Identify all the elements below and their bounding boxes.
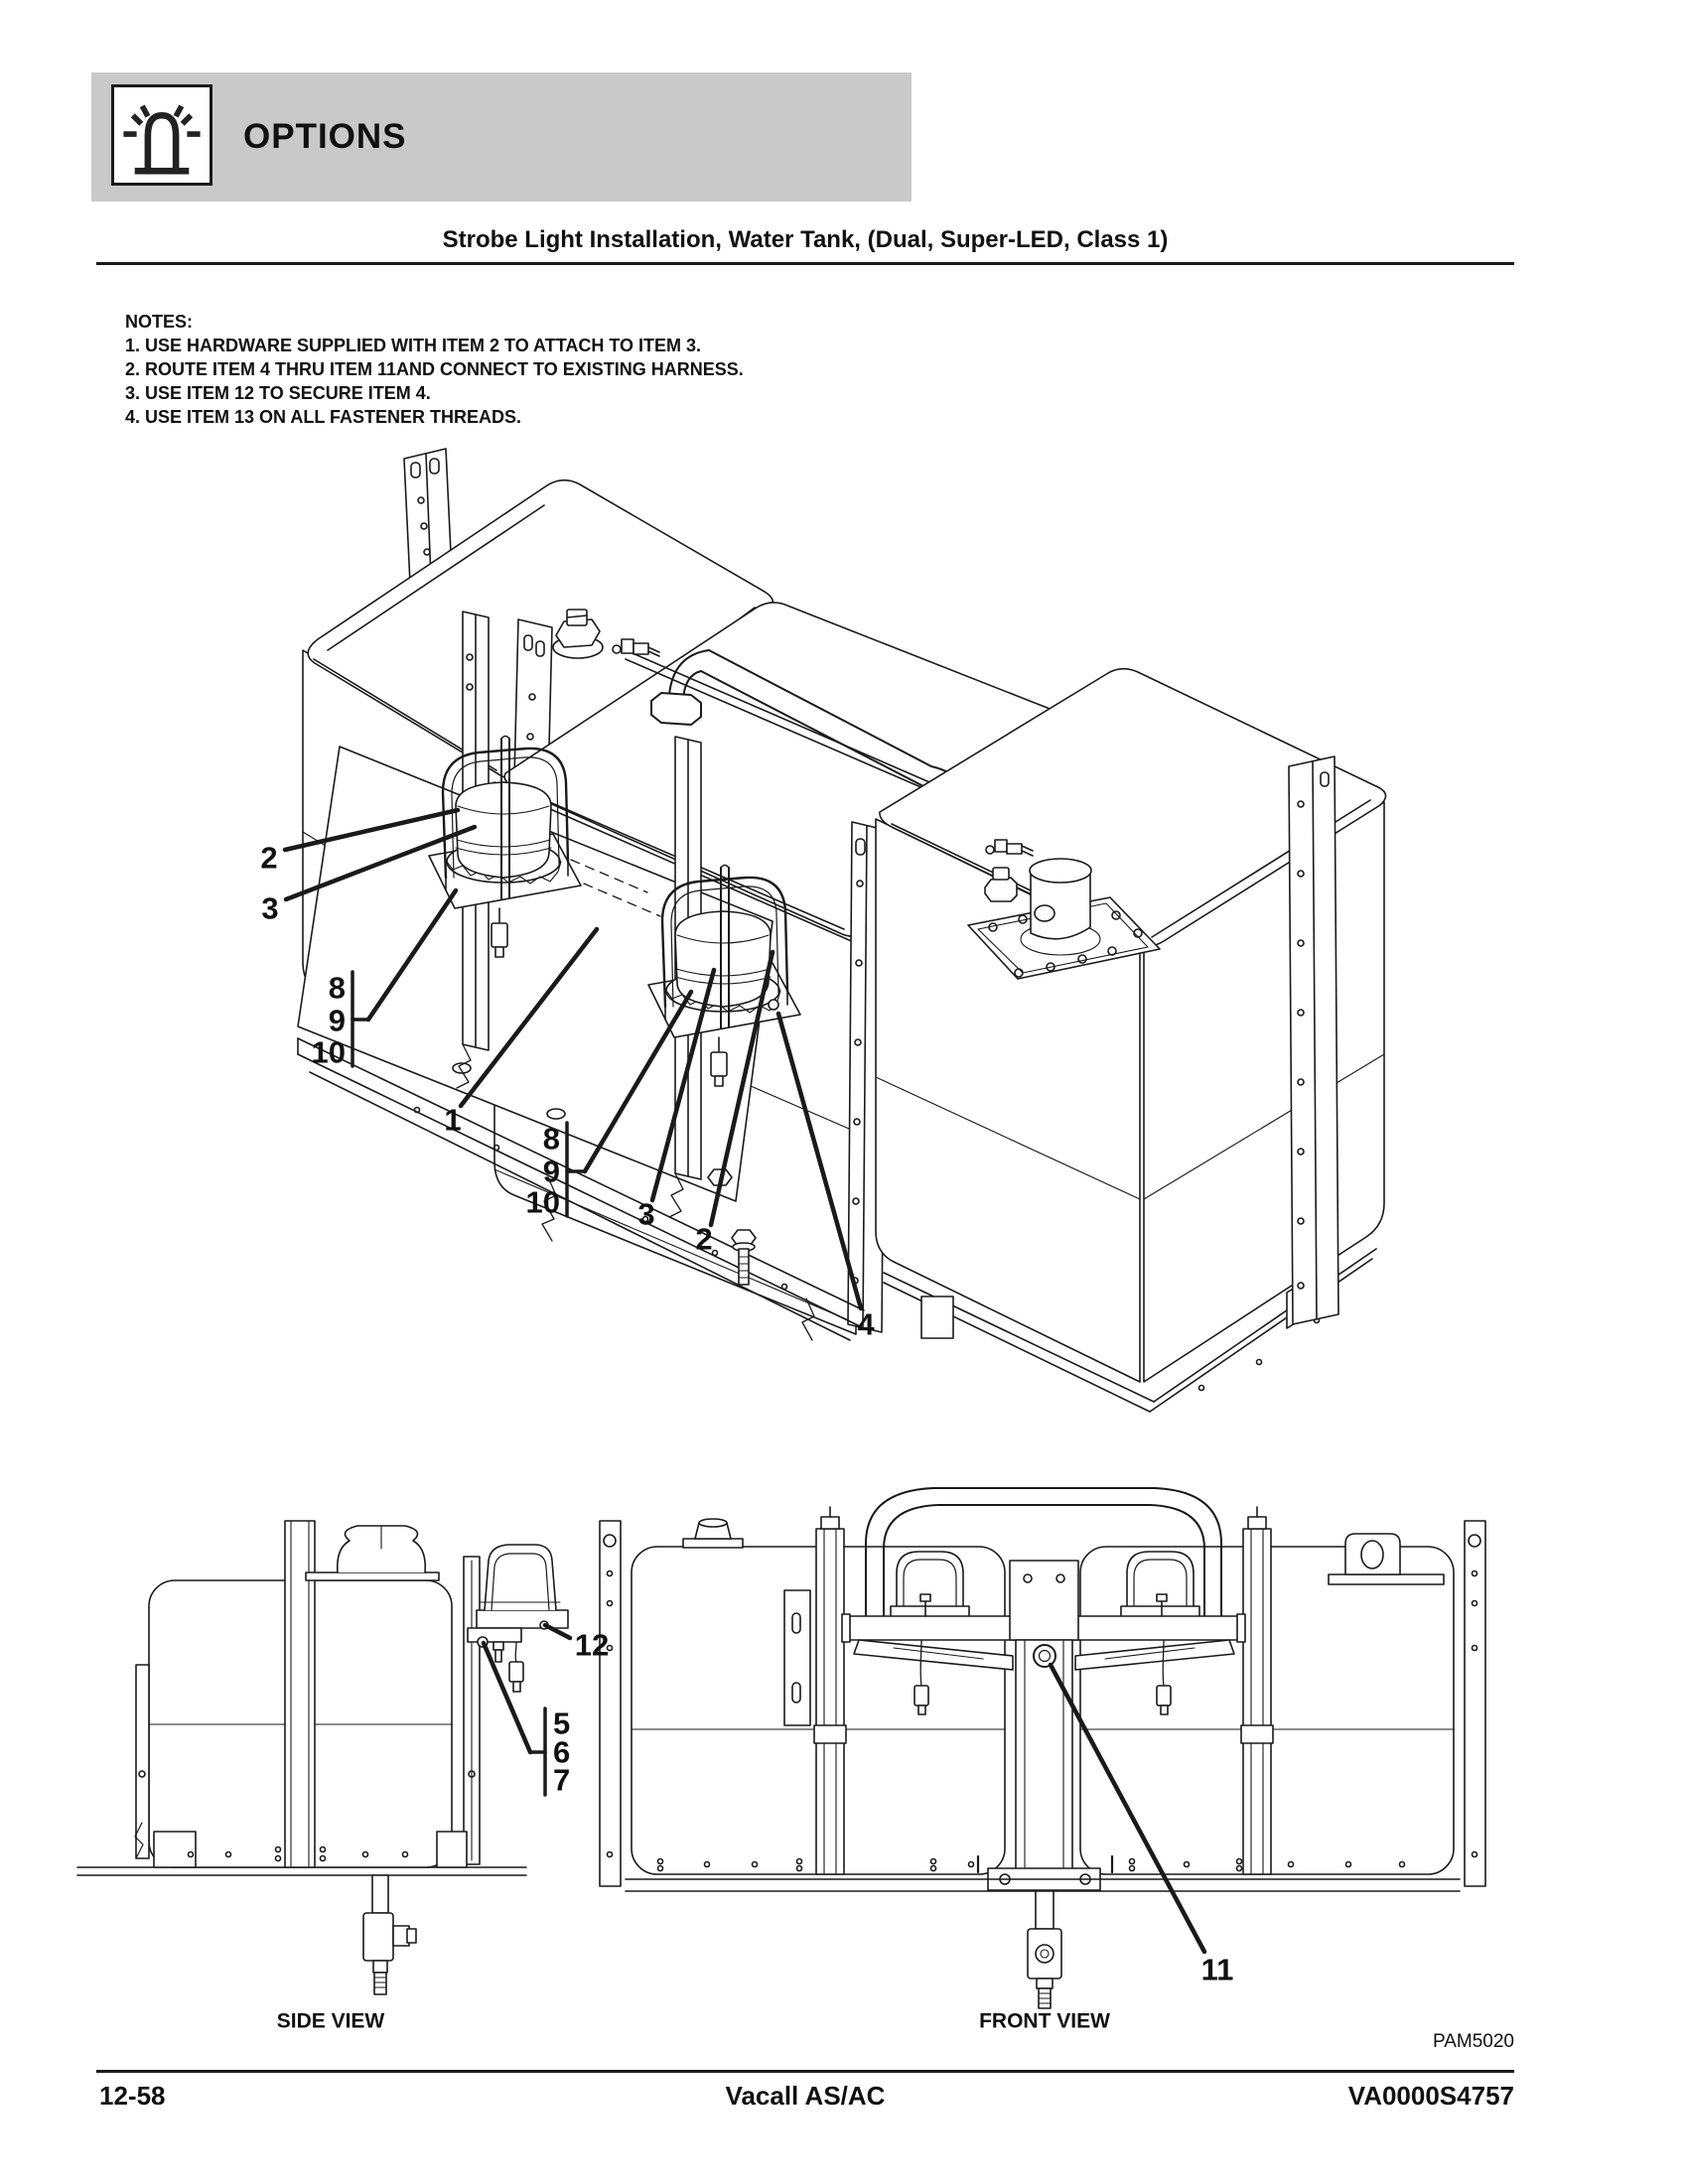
leader-line (649, 967, 717, 1203)
front-drain-valve (1027, 1890, 1062, 2009)
front-strobe-right (1120, 1551, 1200, 1621)
leader-line (481, 1640, 533, 1755)
callout-label: 6 (553, 1735, 570, 1770)
front-side-bracket (783, 1589, 811, 1726)
callout-label: 3 (637, 1197, 654, 1232)
callout-label: 12 (575, 1628, 609, 1663)
section-banner (91, 72, 912, 202)
leader-line (1048, 1662, 1207, 1955)
front-bracket-right (1464, 1520, 1486, 1887)
note-line: 3. USE ITEM 12 TO SECURE ITEM 4. (125, 383, 431, 403)
view-label: FRONT VIEW (979, 2010, 1110, 2033)
callout-label: 9 (543, 1155, 560, 1189)
footer-doc-number: VA0000S4757 (1347, 2081, 1514, 2111)
front-lift-bracket (1328, 1533, 1445, 1585)
callout-label: 3 (261, 891, 278, 926)
side-view (76, 1520, 569, 1995)
bottom-rail (297, 1037, 865, 1341)
callout-label: 9 (329, 1004, 346, 1038)
front-strobe-left (890, 1551, 970, 1621)
page-title: Strobe Light Installation, Water Tank, (… (442, 226, 1169, 253)
front-strobe-wires (914, 1639, 1172, 1715)
leader-line (775, 1011, 864, 1311)
callout-label: 8 (329, 971, 346, 1006)
section-title: OPTIONS (243, 117, 407, 156)
note-line: 4. USE ITEM 13 ON ALL FASTENER THREADS. (125, 407, 522, 427)
leader-line (542, 1622, 573, 1641)
footer-page-number: 12-58 (99, 2081, 166, 2111)
leader-line (365, 887, 459, 1023)
front-post-right (1240, 1506, 1274, 1875)
main-isometric-view (297, 448, 1387, 1413)
strobe-mounting-plate (297, 746, 774, 1202)
callout-label: 11 (1201, 1953, 1234, 1987)
note-line: 2. ROUTE ITEM 4 THRU ITEM 11AND CONNECT … (125, 359, 744, 379)
strobe-harness-bolt (768, 999, 779, 1011)
strobe-arch-handle (865, 1487, 1222, 1624)
footer-rule (96, 2070, 1514, 2073)
front-post-left (813, 1506, 847, 1875)
footer-model: Vacall AS/AC (725, 2081, 886, 2111)
callout-label: 10 (526, 1185, 560, 1220)
strobe-beacon-icon (111, 84, 212, 186)
leader-line (283, 824, 478, 902)
side-bracket-left (134, 1664, 150, 1859)
front-cap-left-tank (682, 1518, 744, 1549)
leader-line (458, 926, 600, 1109)
callout-label: 2 (260, 841, 277, 876)
callout-label: 4 (857, 1307, 875, 1342)
notes-block: NOTES: 1. USE HARDWARE SUPPLIED WITH ITE… (125, 310, 744, 429)
tank-flange-assembly (967, 839, 1161, 980)
figure-code: PAM5020 (1432, 2031, 1514, 2052)
callout-label: 10 (312, 1035, 346, 1070)
mounting-bracket-right (1288, 755, 1339, 1325)
view-label: SIDE VIEW (277, 2010, 385, 2033)
filler-cap (552, 609, 604, 659)
notes-heading: NOTES: (125, 312, 194, 332)
front-bracket-left (599, 1520, 622, 1887)
front-center-column (987, 1560, 1101, 1891)
callout-label: 5 (553, 1706, 570, 1741)
drain-valve (362, 1874, 417, 1995)
leader-line (708, 949, 775, 1228)
side-strobe-assembly (467, 1544, 569, 1693)
leader-line (582, 989, 694, 1174)
callout-label: 8 (543, 1122, 560, 1157)
note-line: 1. USE HARDWARE SUPPLIED WITH ITEM 2 TO … (125, 336, 702, 355)
title-rule (96, 262, 1514, 265)
callout-label: 2 (695, 1222, 712, 1257)
side-bracket-right (463, 1556, 481, 1865)
strobe-light-assembly (428, 735, 582, 958)
front-view (599, 1487, 1486, 2009)
callout-label: 1 (444, 1103, 461, 1138)
leader-line (282, 807, 461, 853)
callout-label: 7 (553, 1763, 570, 1798)
